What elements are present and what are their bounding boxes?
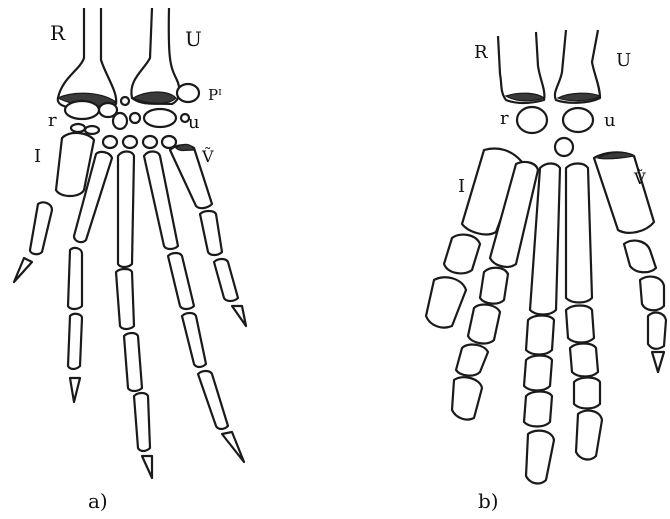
phalanx-a-5-1 (200, 211, 222, 255)
phalanx-b-2-3 (456, 345, 488, 376)
digit-three-a (116, 152, 152, 479)
radiale-b (517, 107, 547, 133)
phalanx-a-2-1 (68, 248, 82, 309)
ulnare-b (563, 108, 593, 132)
digit-five-b (594, 152, 666, 372)
figure-b: R U r u I Ṽ b) (426, 30, 666, 513)
label-digit-five-a: Ṽ (201, 146, 214, 166)
phalanx-b-1-1 (444, 235, 480, 274)
ungual-b-2 (452, 377, 482, 419)
pisiform-a (177, 84, 199, 102)
phalanx-a-4-2 (182, 313, 206, 367)
phalanx-b-4-2 (570, 344, 598, 377)
label-digit-five-b: Ṽ (633, 168, 646, 188)
metacarpal-a-3 (118, 152, 134, 268)
ulna-bone-b (555, 30, 600, 103)
phalanx-b-5-3 (648, 313, 666, 349)
label-ulnare-a: u (188, 112, 200, 133)
label-pisiform-a: Pᴵ (208, 86, 222, 104)
phalanx-a-1-1 (30, 202, 52, 254)
carpal-a-6 (85, 126, 99, 134)
carpal-a-2 (113, 113, 127, 129)
radius-bone-a (58, 8, 116, 107)
distal-carpal-a-3 (143, 136, 157, 148)
label-radius-a: R (50, 21, 66, 45)
radius-bone-b (498, 32, 544, 103)
label-ulna-b: U (616, 50, 631, 71)
ulnare-a (144, 109, 176, 127)
phalanx-b-4-3 (574, 378, 600, 409)
label-radius-b: R (474, 42, 488, 63)
phalanx-b-3-3 (524, 392, 552, 427)
metacarpal-a-4 (144, 152, 178, 250)
distal-carpal-a-2 (123, 136, 137, 148)
distal-carpal-a-1 (103, 136, 117, 148)
ungual-b-3 (526, 431, 554, 484)
label-ulna-a: U (185, 27, 202, 51)
ulna-bone-a (131, 8, 179, 104)
phalanx-a-2-2 (68, 314, 82, 369)
radiale-a (65, 101, 99, 119)
ungual-a-3 (142, 456, 152, 478)
phalanx-b-4-1 (566, 306, 594, 343)
phalanx-a-3-2 (124, 333, 142, 391)
caption-a: a) (88, 489, 108, 513)
ungual-b-5 (652, 352, 664, 372)
phalanx-a-4-1 (168, 253, 194, 309)
ungual-a-5 (232, 306, 246, 326)
metacarpal-b-4 (566, 164, 592, 303)
phalanx-b-5-2 (640, 277, 664, 311)
metacarpal-b-5 (594, 152, 654, 232)
phalanx-b-5-1 (624, 241, 656, 273)
phalanx-b-2-2 (468, 305, 500, 344)
label-radiale-a: r (48, 110, 57, 131)
label-digit-one-b: I (458, 176, 465, 197)
label-radiale-b: r (500, 108, 509, 129)
ungual-a-2 (70, 378, 80, 402)
phalanx-a-5-2 (214, 259, 238, 301)
digit-four-b (566, 164, 602, 460)
carpal-a-1 (121, 97, 129, 105)
phalanx-a-3-1 (116, 269, 134, 329)
carpal-a-5 (71, 124, 85, 132)
phalanx-b-3-2 (524, 356, 552, 391)
caption-b: b) (478, 489, 499, 513)
phalanx-b-3-1 (526, 316, 554, 355)
ungual-b-1 (426, 277, 466, 327)
ungual-b-4 (576, 411, 602, 460)
centrale-b (555, 138, 573, 156)
figure-a: R U Pᴵ r u I Ṽ a) (14, 8, 246, 513)
phalanx-a-3-3 (134, 393, 150, 451)
label-ulnare-b: u (604, 110, 616, 131)
phalanx-a-4-3 (198, 371, 228, 429)
carpal-a-3 (130, 113, 140, 123)
phalanx-b-2-1 (480, 268, 508, 304)
ungual-a-4 (222, 432, 244, 462)
ungual-a-1 (14, 258, 32, 282)
label-digit-one-a: I (34, 146, 41, 167)
